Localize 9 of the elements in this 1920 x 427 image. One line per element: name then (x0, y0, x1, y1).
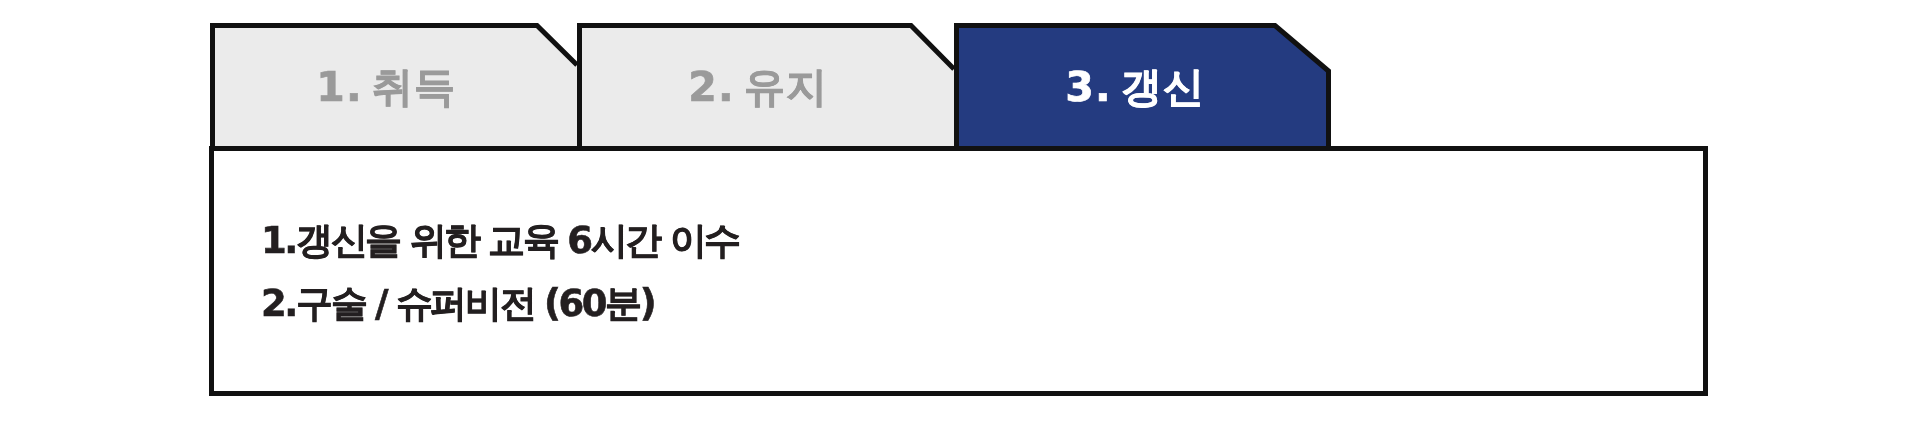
tab (577, 23, 954, 146)
list-item: 1.갱신을 위한 교육 6시간 이수 (261, 218, 739, 264)
tab-label: 1. 취득 (316, 67, 457, 108)
tab (210, 23, 577, 146)
tab-label: 2. 유지 (688, 67, 829, 108)
active-tab (954, 23, 1331, 146)
tab-label: 3. 갱신 (1065, 67, 1206, 108)
content-panel (209, 146, 1708, 396)
list-item: 2.구술 / 슈퍼비전 (60분) (261, 281, 655, 327)
